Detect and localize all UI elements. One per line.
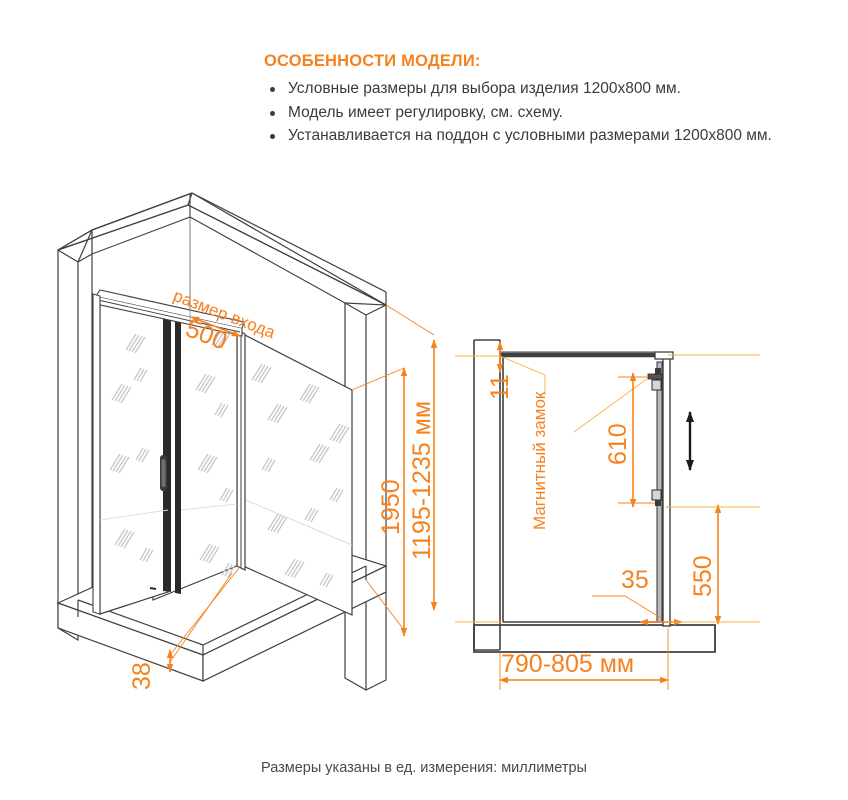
- dim-entrance: 500 размер входа: [171, 218, 278, 356]
- section-extension-lines: [455, 354, 760, 623]
- dim-gap-11: 11: [486, 341, 546, 400]
- isometric-view: 500 размер входа 1950 1195-1235 мм: [56, 192, 438, 691]
- glass-front-assembly: [92, 289, 245, 615]
- features-list: Условные размеры для выбора изделия 1200…: [264, 78, 824, 148]
- dim-width: 790-805 мм: [499, 628, 669, 690]
- section-view: 11 Магнитный замок 610 550: [455, 339, 760, 690]
- dim-gap-value: 11: [486, 374, 514, 400]
- corner-post: [236, 329, 246, 571]
- dim-inner-height: 1950: [377, 479, 405, 535]
- wall-left: [57, 228, 93, 642]
- section-door-leaf: [654, 351, 674, 627]
- list-item: Модель имеет регулировку, см. схему.: [264, 102, 824, 125]
- features-block: ОСОБЕННОСТИ МОДЕЛИ: Условные размеры для…: [264, 52, 824, 149]
- list-item: Устанавливается на поддон с условными ра…: [264, 125, 824, 148]
- footer-note: Размеры указаны в ед. измерения: миллиме…: [261, 760, 587, 776]
- section-roller-bottom: [651, 489, 662, 506]
- dim-35-value: 35: [621, 566, 649, 594]
- section-roller-top: [647, 368, 663, 391]
- dim-profile-thickness: 38: [128, 567, 240, 690]
- glass-side-panel: [240, 332, 353, 616]
- section-wall: [473, 339, 501, 651]
- dim-height-total: 1195-1235 мм: [385, 304, 438, 611]
- section-tray: [473, 624, 716, 653]
- dim-610-value: 610: [604, 423, 632, 465]
- dim-height-inner: 1950: [351, 367, 408, 637]
- lock-label: Магнитный замок: [530, 391, 549, 530]
- list-item: Условные размеры для выбора изделия 1200…: [264, 78, 824, 101]
- dim-610: 610: [604, 372, 655, 508]
- dim-550: 550: [666, 504, 725, 625]
- dim-total-height: 1195-1235 мм: [408, 401, 436, 560]
- top-surround: [57, 192, 387, 306]
- dim-width-value: 790-805 мм: [501, 650, 634, 678]
- door-handle: [160, 455, 167, 491]
- features-title: ОСОБЕННОСТИ МОДЕЛИ:: [264, 52, 481, 70]
- dim-550-value: 550: [689, 555, 717, 597]
- dim-profile-value: 38: [128, 662, 156, 690]
